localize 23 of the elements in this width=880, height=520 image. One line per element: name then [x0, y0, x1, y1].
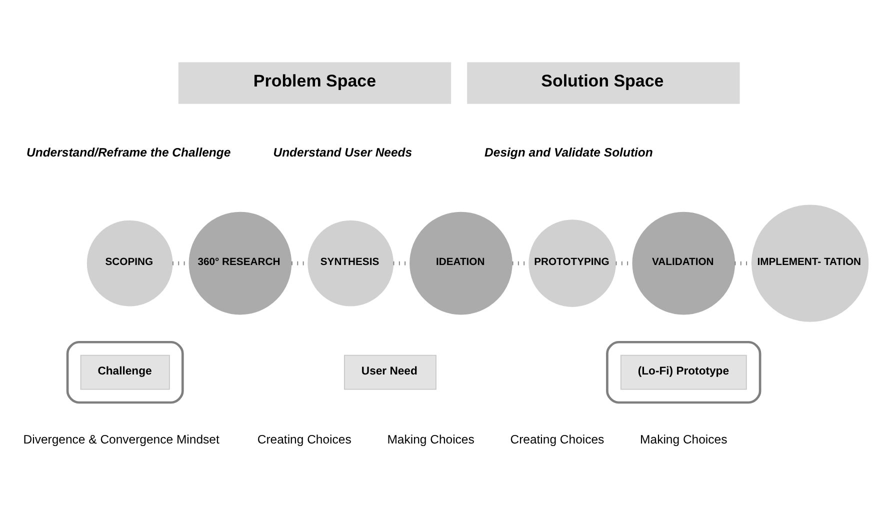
label: Divergence & Convergence Mindset — [23, 432, 220, 446]
node-box: Problem Space — [178, 62, 452, 104]
node-circle: SYNTHESIS — [308, 220, 394, 306]
label: Understand/Reframe the Challenge — [26, 146, 231, 160]
cluster — [606, 340, 762, 404]
node-box: (Lo-Fi) Prototype — [620, 354, 747, 390]
label: Making Choices — [387, 432, 474, 446]
label: Creating Choices — [257, 432, 352, 446]
node-box: User Need — [344, 354, 436, 390]
node-box: Solution Space — [467, 62, 740, 104]
label: Understand User Needs — [273, 146, 412, 160]
node-circle: VALIDATION — [632, 212, 736, 315]
label: Design and Validate Solution — [484, 146, 653, 160]
node-circle: 360° RESEARCH — [188, 212, 292, 315]
node-circle: IDEATION — [410, 212, 512, 315]
cluster — [66, 340, 184, 404]
node-circle: SCOPING — [86, 220, 173, 306]
label: Creating Choices — [510, 432, 604, 446]
node-circle: PROTOTYPING — [528, 220, 616, 307]
node-box: Challenge — [80, 354, 170, 390]
node-circle: IMPLEMENT- TATION — [752, 204, 869, 322]
label: Making Choices — [640, 432, 728, 446]
connector — [734, 261, 752, 266]
